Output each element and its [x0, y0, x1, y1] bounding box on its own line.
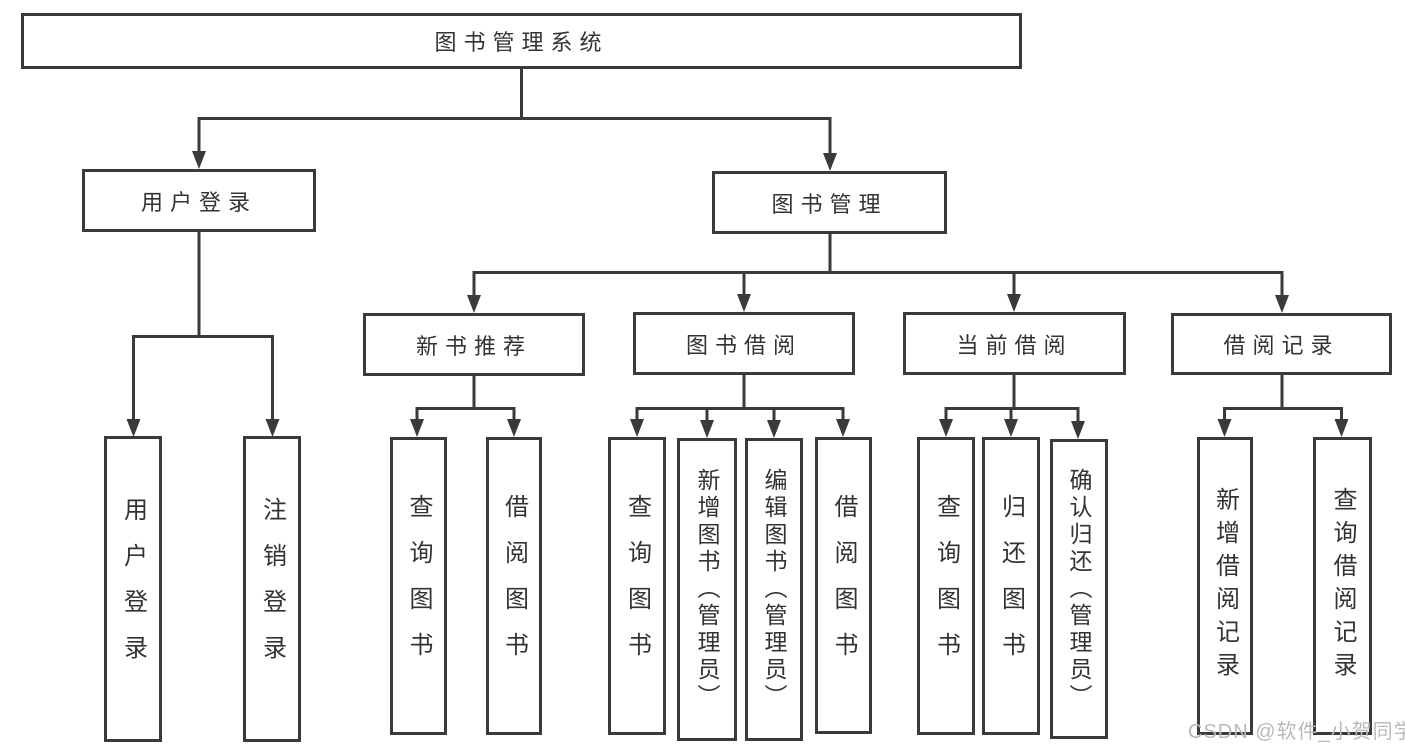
node-label: 图书借阅 — [685, 332, 802, 358]
leaf-label: 用户登录 — [119, 497, 147, 681]
node-new-book-recommend: 新书推荐 — [363, 313, 585, 376]
leaf-label: 归还图书 — [997, 494, 1025, 678]
node-label: 新书推荐 — [415, 333, 532, 359]
leaf-label: 注销登录 — [258, 497, 286, 681]
node-current-borrow: 当前借阅 — [903, 312, 1126, 375]
arrowhead-down-icon — [767, 420, 781, 438]
arrowhead-down-icon — [467, 295, 481, 313]
leaf-return-books: 归还图书 — [982, 437, 1040, 735]
leaf-query-borrow-record: 查询借阅记录 — [1313, 437, 1372, 735]
arrowhead-down-icon — [630, 419, 644, 437]
leaf-label: 查询图书 — [932, 494, 960, 678]
leaf-label: 查询借阅记录 — [1329, 487, 1356, 685]
leaf-label: 编辑图书（管理员） — [761, 468, 787, 711]
leaf-user-login: 用户登录 — [104, 436, 162, 742]
arrowhead-down-icon — [1071, 421, 1085, 439]
arrowhead-down-icon — [126, 419, 141, 437]
arrowhead-down-icon — [836, 419, 850, 437]
arrowhead-down-icon — [1217, 419, 1232, 437]
leaf-query-books: 查询图书 — [608, 437, 666, 735]
arrowhead-down-icon — [192, 151, 206, 169]
leaf-label: 新增借阅记录 — [1211, 487, 1239, 685]
arrowhead-down-icon — [823, 153, 837, 171]
arrowhead-down-icon — [737, 294, 751, 312]
node-label: 图书管理 — [771, 191, 888, 217]
arrowhead-down-icon — [939, 419, 953, 437]
leaf-label: 确认归还（管理员） — [1066, 467, 1092, 711]
leaf-logout-login: 注销登录 — [243, 436, 301, 742]
node-library-management-system: 图书管理系统 — [21, 13, 1022, 69]
arrowhead-down-icon — [507, 419, 521, 437]
leaf-label: 借阅图书 — [500, 494, 528, 678]
node-label: 图书管理系统 — [434, 30, 609, 55]
csdn-watermark: CSDN @软件_小贺同学 — [1188, 721, 1405, 743]
node-label: 借阅记录 — [1223, 333, 1340, 358]
leaf-add-books-admin: 新增图书（管理员） — [677, 438, 737, 741]
node-book-management: 图书管理 — [712, 171, 947, 234]
arrowhead-down-icon — [410, 419, 424, 437]
leaf-borrow-books: 借阅图书 — [815, 437, 872, 734]
leaf-label: 查询图书 — [405, 494, 432, 678]
leaf-query-books: 查询图书 — [917, 437, 975, 735]
leaf-label: 查询图书 — [623, 494, 651, 678]
node-book-borrow: 图书借阅 — [633, 312, 855, 375]
node-label: 当前借阅 — [956, 332, 1073, 358]
leaf-label: 新增图书（管理员） — [694, 468, 720, 711]
leaf-borrow-books: 借阅图书 — [486, 437, 542, 735]
leaf-label: 借阅图书 — [830, 493, 857, 678]
arrowhead-down-icon — [1007, 294, 1021, 312]
arrowhead-down-icon — [700, 420, 714, 438]
leaf-edit-books-admin: 编辑图书（管理员） — [745, 438, 803, 741]
arrowhead-down-icon — [1334, 419, 1349, 437]
node-label: 用户登录 — [140, 189, 257, 215]
leaf-confirm-return-admin: 确认归还（管理员） — [1050, 439, 1108, 739]
arrowhead-down-icon — [1275, 295, 1289, 313]
node-borrow-records: 借阅记录 — [1171, 313, 1392, 375]
node-user-login: 用户登录 — [82, 169, 316, 232]
arrowhead-down-icon — [265, 419, 280, 437]
arrowhead-down-icon — [1004, 419, 1018, 437]
leaf-query-books: 查询图书 — [390, 437, 447, 735]
leaf-add-borrow-record: 新增借阅记录 — [1197, 437, 1253, 735]
